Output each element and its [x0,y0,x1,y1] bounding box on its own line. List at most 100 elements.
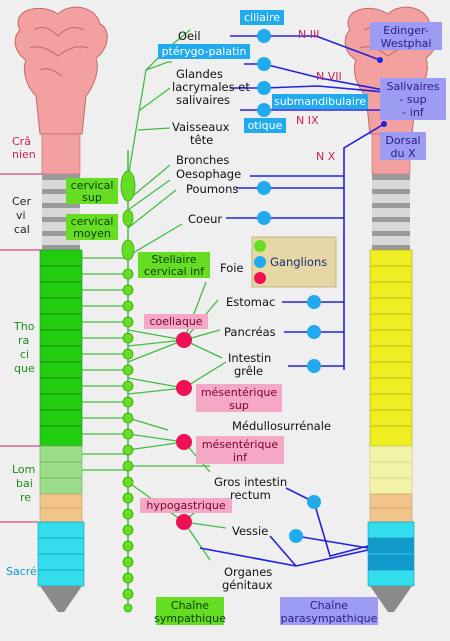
left-sacral-segments [37,521,85,587]
label-edinger-westphal: Edinger- [383,24,429,37]
label-n3: N III [298,28,319,41]
label-coeur: Coeur [188,212,222,226]
svg-text:cal: cal [14,223,30,236]
label-bronches: Bronches [176,153,229,167]
label-cervical-moyen: cervical [71,215,114,228]
chain-labels: Chaîne sympathique Chaîne parasympathiqu… [154,597,378,625]
svg-text:sup: sup [82,191,102,204]
label-intestin-grele: Intestin [228,351,271,365]
ganglion-cervical-sup [120,170,136,202]
region-lumbar: Lom [12,463,35,476]
left-thoracic-segments [39,249,83,447]
svg-text:lacrymales et: lacrymales et [172,80,250,94]
svg-text:salivaires: salivaires [176,93,230,107]
label-submandibulaire: submandibulaire [274,95,366,108]
svg-text:bai: bai [16,477,33,490]
label-gros-intestin: Gros intestin [214,475,287,489]
label-otique: otique [248,119,283,132]
label-hypogastrique: hypogastrique [146,499,225,512]
label-vessie: Vessie [232,524,268,538]
cranial-nerve-labels: N III N VII N IX N X [296,28,342,163]
ganglion-mesenterique-sup [176,380,192,396]
svg-text:inf: inf [233,451,248,464]
svg-text:Westphal: Westphal [381,37,432,50]
prevertebral-ganglion-labels: coeliaque mésentérique sup mésentérique … [140,314,284,513]
label-estomac: Estomac [226,295,275,309]
label-dorsal-x: Dorsal [385,134,420,147]
right-spinal-cord [344,6,438,612]
left-spinal-cord [14,6,108,612]
svg-text:nien: nien [12,148,36,161]
svg-text:ci: ci [20,348,29,361]
label-chaine-parasympathique: Chaîne [310,599,348,612]
region-cervical: Cer [12,195,31,208]
label-n9: N IX [296,114,319,127]
label-pterygo-palatin: ptérygo-palatin [162,45,247,58]
spine-region-labels: Crâ nien Cer vi cal Tho ra ci que Lom ba… [6,135,37,578]
right-cervical-segments [372,174,410,250]
parasympathetic-ganglia-dots [257,29,321,543]
brainstem-nuclei-labels: Edinger- Westphal Salivaires - sup - inf… [370,22,446,160]
label-mesenterique-inf: mésentérique [202,438,279,451]
ganglion-hypogastrique [176,514,192,530]
label-ciliaire: ciliaire [244,11,280,24]
label-glandes: Glandes [176,67,223,81]
label-n10: N X [316,150,336,163]
label-oesophage: Oesophage [176,167,241,181]
label-n7: N VII [316,70,342,83]
legend-box: Ganglions [251,236,337,288]
right-thoracic-segments [369,249,413,447]
svg-text:cervical inf: cervical inf [144,265,205,278]
ganglion-ciliaire [257,29,271,43]
svg-text:parasympathique: parasympathique [281,612,378,625]
prevertebral-ganglia [176,332,192,530]
ganglion-submandibulaire [257,81,271,95]
left-brain [14,6,108,135]
svg-text:que: que [14,362,35,375]
label-chaine-sympathique: Chaîne [171,599,209,612]
svg-text:moyen: moyen [73,227,111,240]
label-pancreas: Pancréas [224,325,276,339]
svg-text:génitaux: génitaux [222,578,273,592]
left-lumbar-segments [39,445,83,495]
region-dividers [0,173,42,523]
svg-text:sup: sup [229,399,249,412]
svg-text:re: re [20,491,31,504]
svg-text:du X: du X [391,147,416,160]
region-sacral: Sacré [6,565,37,578]
region-thoracic: Tho [13,320,35,333]
label-poumons: Poumons [186,182,238,196]
region-crane: Crâ [12,135,31,148]
svg-text:ra: ra [18,334,29,347]
legend-title: Ganglions [270,255,327,269]
legend-prevert-ganglion-swatch [254,272,266,284]
sympathetic-fibers [82,29,227,561]
svg-text:- sup: - sup [399,93,426,106]
svg-text:sympathique: sympathique [154,612,226,625]
svg-text:tête: tête [190,133,213,147]
label-coeliaque: coeliaque [149,315,202,328]
ganglion-cervical-moyen [122,209,134,227]
label-mesenterique-sup: mésentérique [201,386,278,399]
label-oeil: Oeil [178,29,201,43]
svg-text:grêle: grêle [234,364,263,378]
sympathetic-chain [120,150,136,613]
ganglion-coeliaque [176,332,192,348]
svg-text:vi: vi [16,209,26,222]
label-vaisseaux: Vaisseaux [172,120,230,134]
label-foie: Foie [220,261,244,275]
label-cervical-sup: cervical [71,179,114,192]
svg-text:- inf: - inf [402,106,424,119]
ganglion-pterygo-palatin [257,57,271,71]
label-organes-genitaux: Organes [224,565,272,579]
legend-symp-ganglion-swatch [254,240,266,252]
parasympathetic-ganglion-labels: ciliaire ptérygo-palatin submandibulaire… [158,10,368,133]
right-sacral-segments [367,521,415,587]
label-stellaire: Stellaire [151,253,196,266]
label-medullosurrenale: Médullosurrénale [232,419,331,433]
legend-para-ganglion-swatch [254,256,266,268]
ganglion-stellaire [121,239,135,261]
ganglion-mesenterique-inf [176,434,192,450]
